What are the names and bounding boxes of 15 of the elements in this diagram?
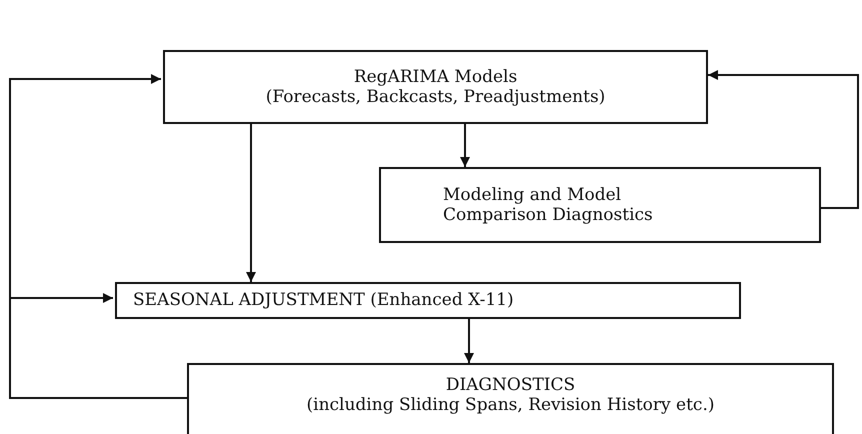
arrow: [9, 293, 187, 399]
node-text: Modeling and Model Comparison Diagnostics: [443, 184, 654, 226]
diagnostics-box: [187, 363, 834, 434]
arrow: [464, 319, 474, 363]
process-box: [379, 167, 821, 243]
arrow: [246, 124, 256, 282]
process-box: [115, 282, 741, 319]
node-text: DIAGNOSTICS: [446, 375, 576, 396]
node-text: (including Sliding Spans, Revision History etc.): [306, 395, 714, 416]
arrow: [460, 124, 470, 167]
node-text: SEASONAL ADJUSTMENT (Enhanced X-11): [133, 290, 514, 311]
arrow: [708, 70, 859, 209]
node-text: RegARIMA Models: [354, 66, 518, 87]
node-text: (Forecasts, Backcasts, Preadjustments): [266, 87, 606, 108]
process-box: [163, 50, 708, 124]
